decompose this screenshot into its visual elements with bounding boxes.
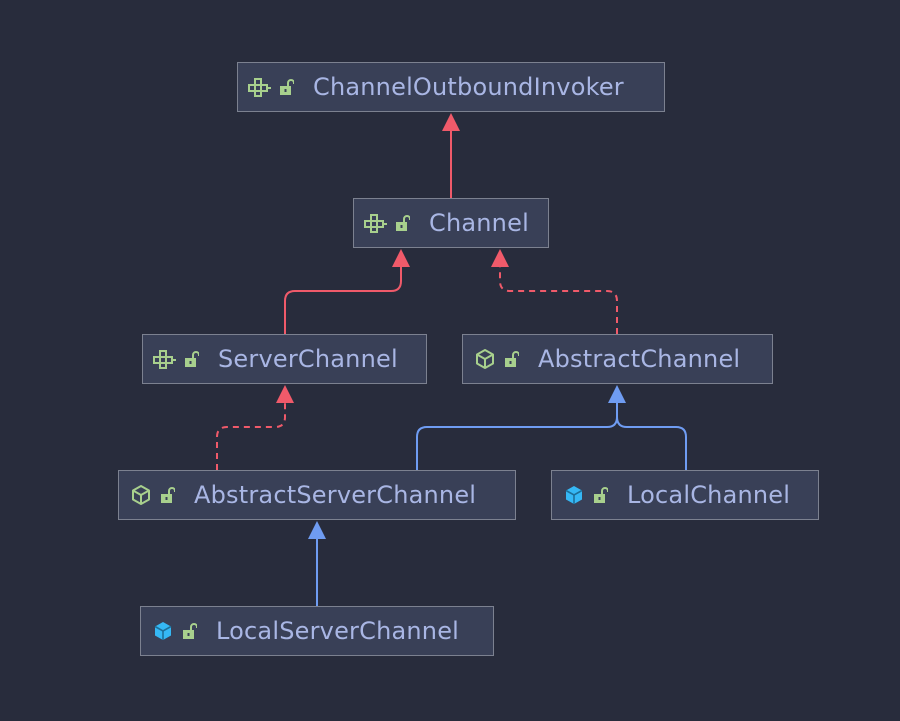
node-label: AbstractServerChannel — [194, 481, 477, 509]
arrowhead-channeloutboundinvoker — [442, 113, 460, 131]
abstract-class-icon — [129, 483, 153, 507]
edge-abstractchannel-to-channel — [499, 266, 618, 334]
unlocked-icon — [180, 621, 198, 641]
node-abstractserverchannel[interactable]: AbstractServerChannel — [118, 470, 516, 520]
unlocked-icon — [591, 485, 609, 505]
node-localserverchannel[interactable]: LocalServerChannel — [140, 606, 494, 656]
node-serverchannel[interactable]: ServerChannel — [142, 334, 427, 384]
node-label: LocalServerChannel — [216, 617, 460, 645]
unlocked-icon — [502, 349, 520, 369]
edge-abstractserverchannel-to-abstractchannel — [416, 402, 618, 470]
interface-icon — [364, 211, 388, 235]
class-icon — [562, 483, 586, 507]
unlocked-icon — [277, 77, 295, 97]
unlocked-icon — [158, 485, 176, 505]
node-label: AbstractChannel — [538, 345, 741, 373]
arrowhead-serverchannel — [276, 385, 294, 403]
node-localchannel[interactable]: LocalChannel — [551, 470, 819, 520]
abstract-class-icon — [473, 347, 497, 371]
arrowhead-abstractchannel — [608, 385, 626, 403]
node-label: ChannelOutboundInvoker — [313, 73, 624, 101]
arrowhead-abstractserverchannel — [308, 521, 326, 539]
node-channeloutboundinvoker[interactable]: ChannelOutboundInvoker — [237, 62, 665, 112]
class-icon — [151, 619, 175, 643]
node-label: Channel — [429, 209, 529, 237]
interface-icon — [248, 75, 272, 99]
node-label: LocalChannel — [627, 481, 791, 509]
arrowhead-channel-left — [392, 249, 410, 267]
interface-icon — [153, 347, 177, 371]
unlocked-icon — [393, 213, 411, 233]
edge-localchannel-to-abstractchannel — [616, 416, 687, 470]
node-abstractchannel[interactable]: AbstractChannel — [462, 334, 773, 384]
edge-abstractserverchannel-to-serverchannel — [216, 402, 286, 470]
arrowhead-channel-right — [491, 249, 509, 267]
node-label: ServerChannel — [218, 345, 398, 373]
edge-serverchannel-to-channel — [284, 266, 402, 334]
unlocked-icon — [182, 349, 200, 369]
node-channel[interactable]: Channel — [353, 198, 549, 248]
